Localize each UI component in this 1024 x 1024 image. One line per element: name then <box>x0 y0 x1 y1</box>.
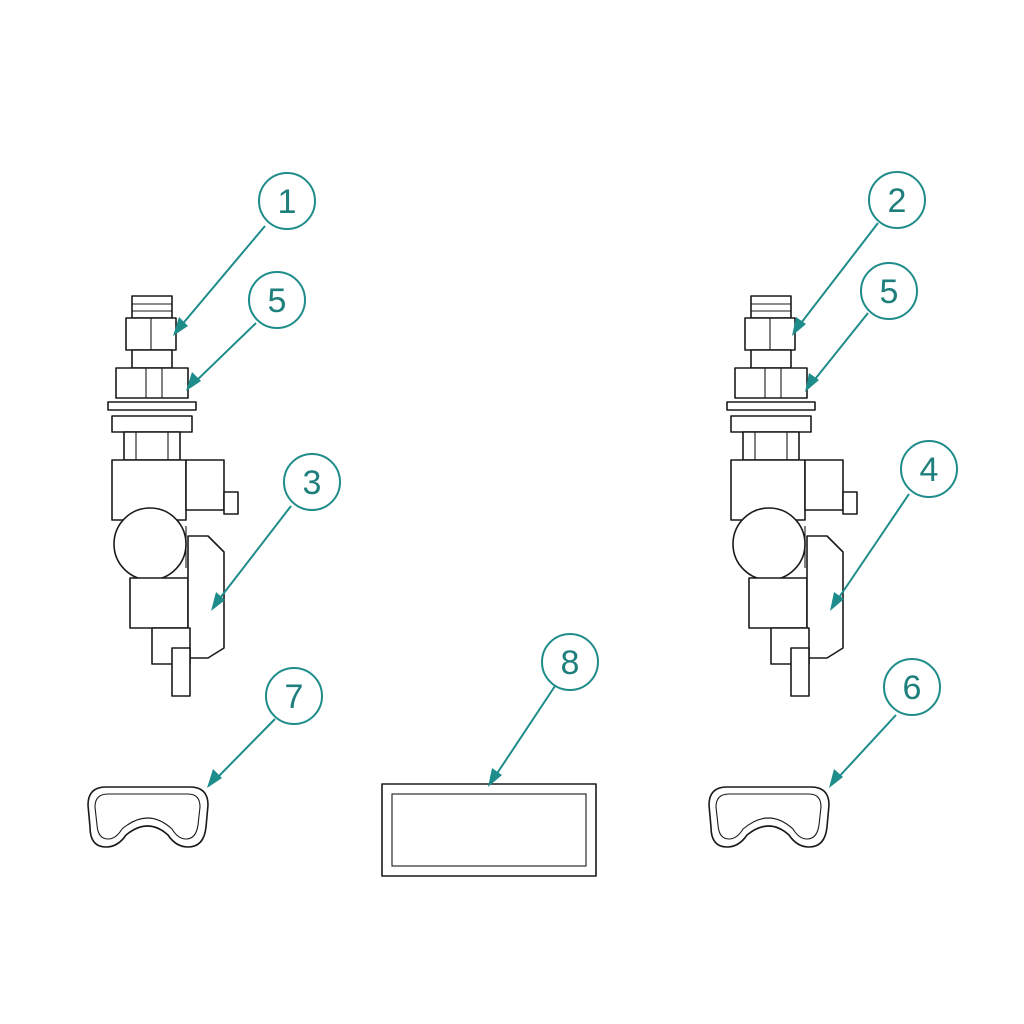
right-handle <box>708 786 830 848</box>
callout-4-label: 4 <box>920 451 939 489</box>
callout-5-right: 5 <box>860 262 918 320</box>
callout-2-label: 2 <box>888 182 907 220</box>
callout-6-label: 6 <box>903 669 922 707</box>
callout-1: 1 <box>258 172 316 230</box>
callout-5-left-label: 5 <box>268 282 287 320</box>
callout-7: 7 <box>265 667 323 725</box>
callout-5-left: 5 <box>248 271 306 329</box>
leader-lines <box>173 222 910 788</box>
right-valve-assembly <box>726 295 858 697</box>
left-handle <box>87 786 209 848</box>
callout-3-label: 3 <box>303 464 322 502</box>
left-valve-assembly <box>107 295 239 697</box>
callout-4: 4 <box>900 440 958 498</box>
callout-7-label: 7 <box>285 678 304 716</box>
callout-5-right-label: 5 <box>880 273 899 311</box>
rectangular-pad <box>381 783 597 877</box>
callout-8: 8 <box>541 633 599 691</box>
callout-2: 2 <box>868 171 926 229</box>
callout-8-label: 8 <box>561 644 580 682</box>
callout-6: 6 <box>883 658 941 716</box>
callout-1-label: 1 <box>278 183 297 221</box>
callout-3: 3 <box>283 453 341 511</box>
